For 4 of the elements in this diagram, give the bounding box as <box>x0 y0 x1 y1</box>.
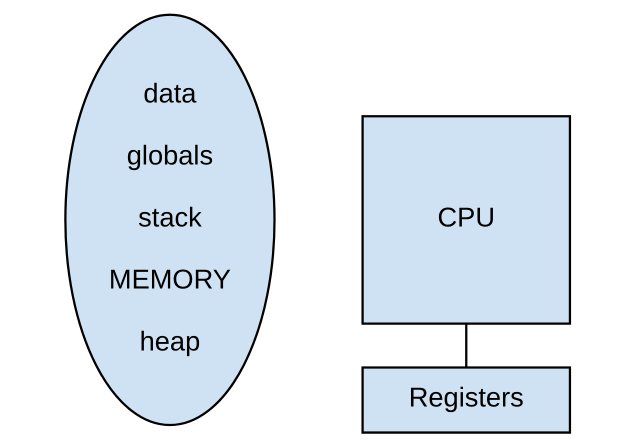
node-box: CPU <box>361 115 572 325</box>
node-box: Registers <box>361 366 572 434</box>
node-ellipse: data globals stack MEMORY heap <box>64 14 276 426</box>
connector <box>465 324 468 367</box>
